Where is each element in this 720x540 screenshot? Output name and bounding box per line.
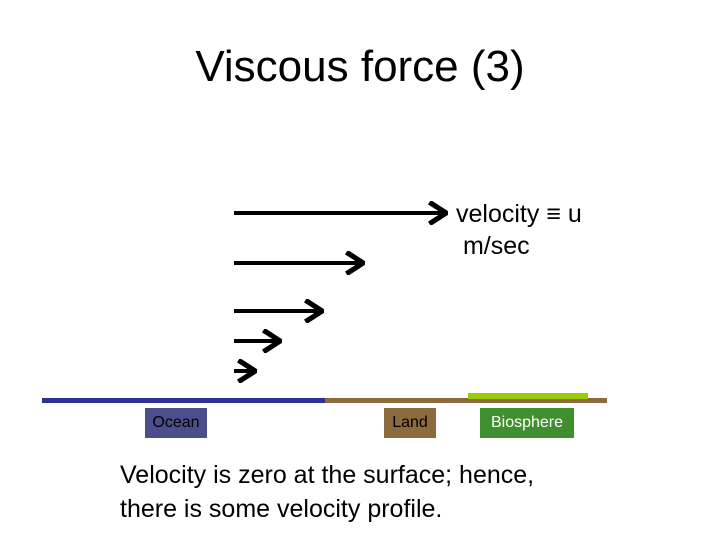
caption-line1: Velocity is zero at the surface; hence, — [120, 461, 535, 489]
land-surface — [325, 398, 607, 403]
velocity-label-line2: m/sec — [456, 232, 530, 260]
land-label-box: Land — [384, 408, 436, 438]
biosphere-surface — [468, 393, 588, 399]
slide-caption: Velocity is zero at the surface; hence, … — [120, 458, 534, 526]
caption-line2: there is some velocity profile. — [120, 495, 443, 523]
slide-title: Viscous force (3) — [195, 42, 525, 91]
biosphere-label-box: Biosphere — [480, 408, 574, 438]
ocean-label-box: Ocean — [145, 408, 207, 438]
velocity-label-line1: velocity ≡ u — [456, 200, 582, 228]
velocity-label: velocity ≡ u m/sec — [456, 198, 582, 262]
ocean-surface — [42, 398, 325, 403]
